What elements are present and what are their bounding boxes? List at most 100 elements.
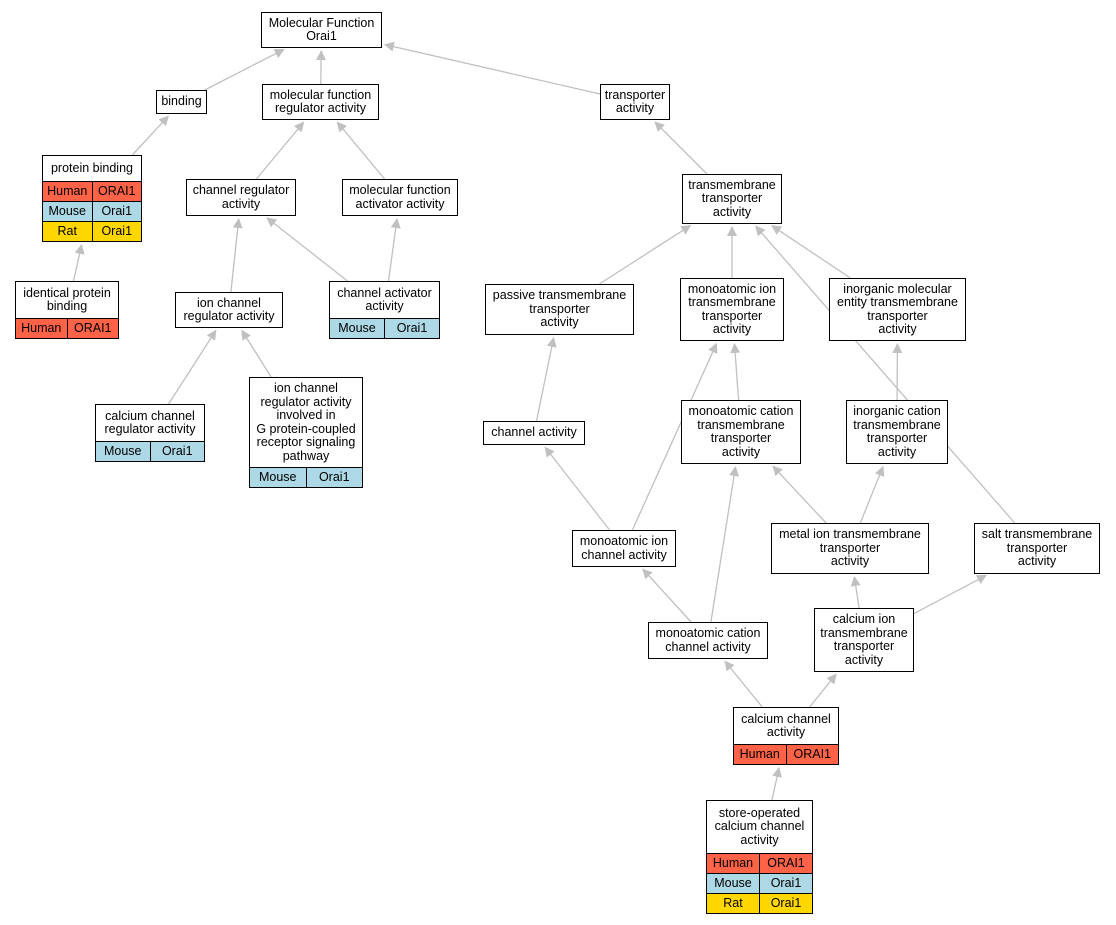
node-label: transmembrane transporter activity <box>688 177 776 219</box>
node-inorganic-cation-transmembrane-transporter-activity[interactable]: inorganic cation transmembrane transport… <box>846 400 948 464</box>
node-monoatomic-ion-channel-activity[interactable]: monoatomic ion channel activity <box>572 530 676 567</box>
node-label: inorganic cation transmembrane transport… <box>853 404 941 459</box>
node-protein-binding[interactable]: protein binding Human ORAI1 Mouse Orai1 … <box>42 155 142 242</box>
species-cell: Mouse <box>338 320 376 335</box>
gene-cell: ORAI1 <box>785 745 839 764</box>
node-transmembrane-transporter-activity[interactable]: transmembrane transporter activity <box>682 174 782 224</box>
node-salt-transmembrane-transporter-activity[interactable]: salt transmembrane transporter activity <box>974 523 1100 574</box>
node-calcium-channel-activity[interactable]: calcium channel activity Human ORAI1 <box>733 707 839 765</box>
ortholog-row-human: Human ORAI1 <box>43 181 141 201</box>
node-label: ion channel regulator activity <box>183 295 275 323</box>
species-cell: Human <box>712 855 754 870</box>
edge-transporter-to-mf <box>383 41 601 95</box>
node-transporter-activity[interactable]: transporter activity <box>600 84 670 120</box>
ortholog-row-mouse: Mouse Orai1 <box>250 467 362 487</box>
edge-mf_activator-to-mfra <box>336 121 386 180</box>
gene-cell: Orai1 <box>759 874 812 893</box>
node-label: metal ion transmembrane transporter acti… <box>779 527 921 569</box>
node-label: store-operated calcium channel activity <box>714 805 805 847</box>
gene-cell: ORAI1 <box>66 319 119 338</box>
node-identical-protein-binding[interactable]: identical protein binding Human ORAI1 <box>15 281 119 339</box>
edge-calcium_channel-to-calcium_ion_tm <box>809 673 837 708</box>
gene-cell: Orai1 <box>759 894 812 913</box>
species-cell: Mouse <box>714 875 752 890</box>
edge-mono_cation_tm-to-mono_ion_tm <box>730 343 741 401</box>
node-molecular-function-regulator-activity[interactable]: molecular function regulator activity <box>262 84 379 120</box>
node-label: binding <box>161 94 202 109</box>
node-molecular-function-activator-activity[interactable]: molecular function activator activity <box>342 179 458 216</box>
node-label: protein binding <box>50 160 133 175</box>
node-binding[interactable]: binding <box>156 90 207 114</box>
species-cell: Mouse <box>258 469 297 484</box>
gene-cell: Orai1 <box>91 222 142 241</box>
node-metal-ion-transmembrane-transporter-activity[interactable]: metal ion transmembrane transporter acti… <box>771 523 929 574</box>
node-label: ion channel regulator activity involved … <box>256 381 356 463</box>
node-ion-channel-regulator-activity[interactable]: ion channel regulator activity <box>175 292 283 328</box>
node-calcium-channel-regulator-activity[interactable]: calcium channel regulator activity Mouse… <box>95 404 205 462</box>
edge-identical-to-protein_binding <box>72 243 85 282</box>
node-label: monoatomic ion transmembrane transporter… <box>687 281 777 336</box>
node-monoatomic-cation-channel-activity[interactable]: monoatomic cation channel activity <box>648 622 768 659</box>
gene-cell: Orai1 <box>384 319 439 338</box>
node-channel-activator-activity[interactable]: channel activator activity Mouse Orai1 <box>329 281 440 339</box>
edge-metal_ion-to-mono_cation_tm <box>772 465 827 524</box>
node-label: monoatomic cation transmembrane transpor… <box>688 404 794 459</box>
ortholog-row-human: Human ORAI1 <box>707 853 812 873</box>
species-cell: Rat <box>723 895 743 910</box>
species-cell: Rat <box>57 223 77 238</box>
edge-ion_channel_reg-to-channel_reg <box>230 218 243 293</box>
edge-calcium_channel_reg-to-ion_channel_reg <box>168 329 217 405</box>
node-calcium-ion-transmembrane-transporter-activity[interactable]: calcium ion transmembrane transporter ac… <box>814 608 914 672</box>
edge-channel_activator-to-mf_activator <box>387 218 401 282</box>
node-label: molecular function regulator activity <box>269 87 372 115</box>
ortholog-row-mouse: Mouse Orai1 <box>330 318 439 338</box>
node-label: Molecular Function Orai1 <box>268 15 375 43</box>
edge-calcium_ion_tm-to-metal_ion <box>850 576 861 609</box>
ortholog-row-rat: Rat Orai1 <box>43 221 141 241</box>
edge-mono_ion_channel-to-mono_ion_tm <box>631 342 718 531</box>
ortholog-row-mouse: Mouse Orai1 <box>96 441 204 461</box>
node-monoatomic-cation-transmembrane-transporter-activity[interactable]: monoatomic cation transmembrane transpor… <box>681 400 801 464</box>
node-store-operated-calcium-channel-activity[interactable]: store-operated calcium channel activity … <box>706 800 813 914</box>
edge-protein_binding-to-binding <box>131 115 169 156</box>
node-monoatomic-ion-transmembrane-transporter-activity[interactable]: monoatomic ion transmembrane transporter… <box>680 278 784 341</box>
edge-mono_ion_channel-to-channel_activity <box>544 446 611 531</box>
edge-mono_cation_channel-to-mono_cation_tm <box>710 466 740 623</box>
node-label: channel regulator activity <box>192 183 290 211</box>
edge-calcium_channel-to-mono_cation_channel <box>724 660 763 708</box>
node-passive-transmembrane-transporter-activity[interactable]: passive transmembrane transporter activi… <box>485 284 634 335</box>
node-inorganic-molecular-entity-transmembrane-transporter-activity[interactable]: inorganic molecular entity transmembrane… <box>829 278 966 341</box>
node-label: transporter activity <box>604 87 666 115</box>
edge-gpcr-to-ion_channel_reg <box>241 329 272 378</box>
node-label: monoatomic cation channel activity <box>655 626 761 654</box>
ortholog-row-human: Human ORAI1 <box>734 744 838 764</box>
node-molecular-function[interactable]: Molecular Function Orai1 <box>261 12 382 48</box>
species-cell: Mouse <box>103 443 142 458</box>
species-cell: Mouse <box>48 203 87 218</box>
node-label: calcium ion transmembrane transporter ac… <box>820 612 908 667</box>
gene-cell: ORAI1 <box>759 854 812 873</box>
node-label: inorganic molecular entity transmembrane… <box>837 281 958 336</box>
gene-cell: ORAI1 <box>91 182 142 201</box>
edge-inorg_mol-to-tm_transporter <box>771 225 851 279</box>
gene-cell: Orai1 <box>305 468 363 487</box>
node-channel-regulator-activity[interactable]: channel regulator activity <box>186 179 296 216</box>
node-label: calcium channel regulator activity <box>104 408 196 436</box>
edge-channel_activity-to-passive <box>535 336 557 422</box>
node-label: monoatomic ion channel activity <box>579 534 669 562</box>
node-label: channel activity <box>491 425 577 440</box>
edge-channel_activator-to-channel_reg <box>266 217 348 282</box>
node-label: salt transmembrane transporter activity <box>981 527 1093 569</box>
edge-channel_reg-to-mfra <box>255 121 305 180</box>
edge-binding-to-mf <box>204 48 285 91</box>
node-ion-channel-regulator-activity-gpcr-signaling[interactable]: ion channel regulator activity involved … <box>249 377 363 488</box>
edge-passive-to-tm_transporter <box>598 225 692 285</box>
species-cell: Human <box>739 746 780 761</box>
gene-cell: Orai1 <box>149 442 205 461</box>
node-label: passive transmembrane transporter activi… <box>492 288 627 330</box>
node-label: calcium channel activity <box>741 711 831 739</box>
edge-salt-to-tm_transporter <box>755 225 1016 524</box>
node-channel-activity[interactable]: channel activity <box>483 421 585 445</box>
node-label: molecular function activator activity <box>349 183 451 211</box>
